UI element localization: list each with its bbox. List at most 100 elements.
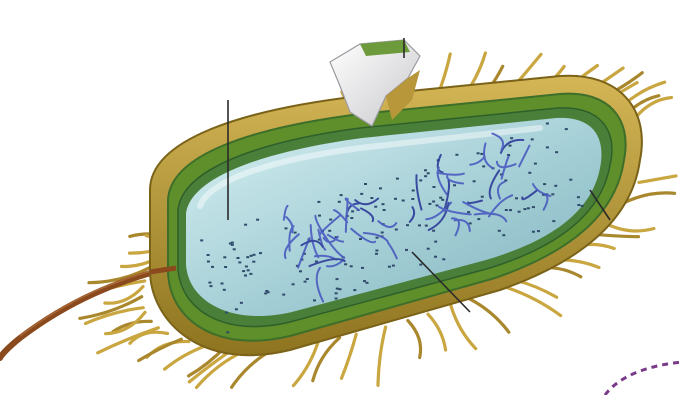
ribosome	[364, 183, 367, 185]
ribosome	[434, 256, 437, 258]
ribosome	[546, 123, 549, 125]
ribosome	[242, 270, 245, 272]
ribosome	[534, 163, 537, 165]
ribosome	[282, 294, 285, 296]
ribosome	[207, 261, 210, 263]
ribosome	[546, 146, 549, 148]
ribosome	[455, 154, 458, 156]
ribosome	[299, 270, 302, 272]
ribosome	[427, 248, 430, 250]
ribosome	[509, 209, 512, 211]
ribosome	[518, 211, 521, 213]
ribosome	[523, 208, 526, 210]
ribosome	[418, 224, 421, 226]
ribosome	[477, 218, 480, 220]
ribosome	[434, 241, 437, 243]
ribosome	[359, 238, 362, 240]
ribosome	[425, 225, 428, 227]
ribosome	[528, 172, 531, 174]
ribosome	[292, 283, 295, 285]
ribosome	[552, 220, 555, 222]
ribosome	[351, 210, 354, 212]
ribosome	[370, 197, 373, 199]
ribosome	[207, 254, 210, 256]
ribosome	[353, 289, 356, 291]
ribosome	[247, 269, 250, 271]
ribosome	[432, 230, 435, 232]
ribosome	[531, 138, 534, 140]
ribosome	[412, 190, 415, 192]
ribosome	[381, 232, 384, 234]
ribosome	[361, 267, 364, 269]
ribosome	[252, 261, 255, 263]
ribosome	[433, 186, 436, 188]
ribosome	[208, 282, 211, 284]
ribosome	[532, 206, 535, 208]
ribosome	[223, 256, 226, 258]
ribosome	[510, 137, 513, 139]
ribosome	[442, 258, 445, 260]
ribosome	[577, 204, 580, 206]
ribosome	[581, 205, 584, 207]
ribosome	[439, 197, 442, 199]
ribosome	[537, 230, 540, 232]
ribosome	[225, 312, 228, 314]
ribosome	[363, 280, 366, 282]
ribosome	[555, 151, 558, 153]
ribosome	[336, 278, 339, 280]
ribosome	[210, 285, 213, 287]
ribosome	[551, 193, 554, 195]
ribosome	[294, 232, 297, 234]
ribosome	[382, 203, 385, 205]
ribosome	[340, 194, 343, 196]
ribosome	[329, 219, 332, 221]
ribosome	[250, 255, 253, 257]
ribosome	[350, 217, 353, 219]
ribosome	[374, 206, 377, 208]
ribosome	[224, 266, 227, 268]
ribosome	[304, 281, 307, 283]
ribosome	[424, 175, 427, 177]
ribosome	[339, 288, 342, 290]
ribosome	[237, 257, 240, 259]
ribosome	[569, 179, 572, 181]
ribosome	[244, 275, 247, 277]
ribosome	[515, 197, 518, 199]
ribosome	[306, 278, 309, 280]
ribosome	[338, 201, 341, 203]
ribosome	[221, 283, 224, 285]
ribosome	[481, 196, 484, 198]
ribosome	[509, 145, 512, 147]
ribosome	[318, 215, 321, 217]
ribosome	[211, 266, 214, 268]
ribosome	[395, 229, 398, 231]
ribosome	[246, 256, 249, 258]
ribosome	[527, 207, 530, 209]
ribosome	[394, 198, 397, 200]
ribosome	[383, 209, 386, 211]
ribosome	[336, 288, 339, 290]
ribosome	[469, 222, 472, 224]
ribosome	[565, 128, 568, 130]
ribosome	[406, 224, 409, 226]
ribosome	[453, 184, 456, 186]
ribosome	[427, 172, 430, 174]
ribosome	[200, 239, 203, 241]
ribosome	[253, 254, 256, 256]
ribosome	[441, 199, 444, 201]
ribosome	[350, 265, 353, 267]
ribosome	[477, 152, 480, 154]
ribosome	[402, 200, 405, 202]
ribosome	[388, 266, 391, 268]
ribosome	[424, 169, 427, 171]
ribosome	[432, 201, 435, 203]
ribosome	[226, 331, 229, 333]
ribosome	[335, 292, 338, 294]
ribosome	[235, 308, 238, 310]
ribosome	[467, 211, 470, 213]
ribosome	[244, 224, 247, 226]
ribosome	[498, 230, 501, 232]
ribosome	[265, 290, 268, 292]
ribosome	[240, 302, 243, 304]
